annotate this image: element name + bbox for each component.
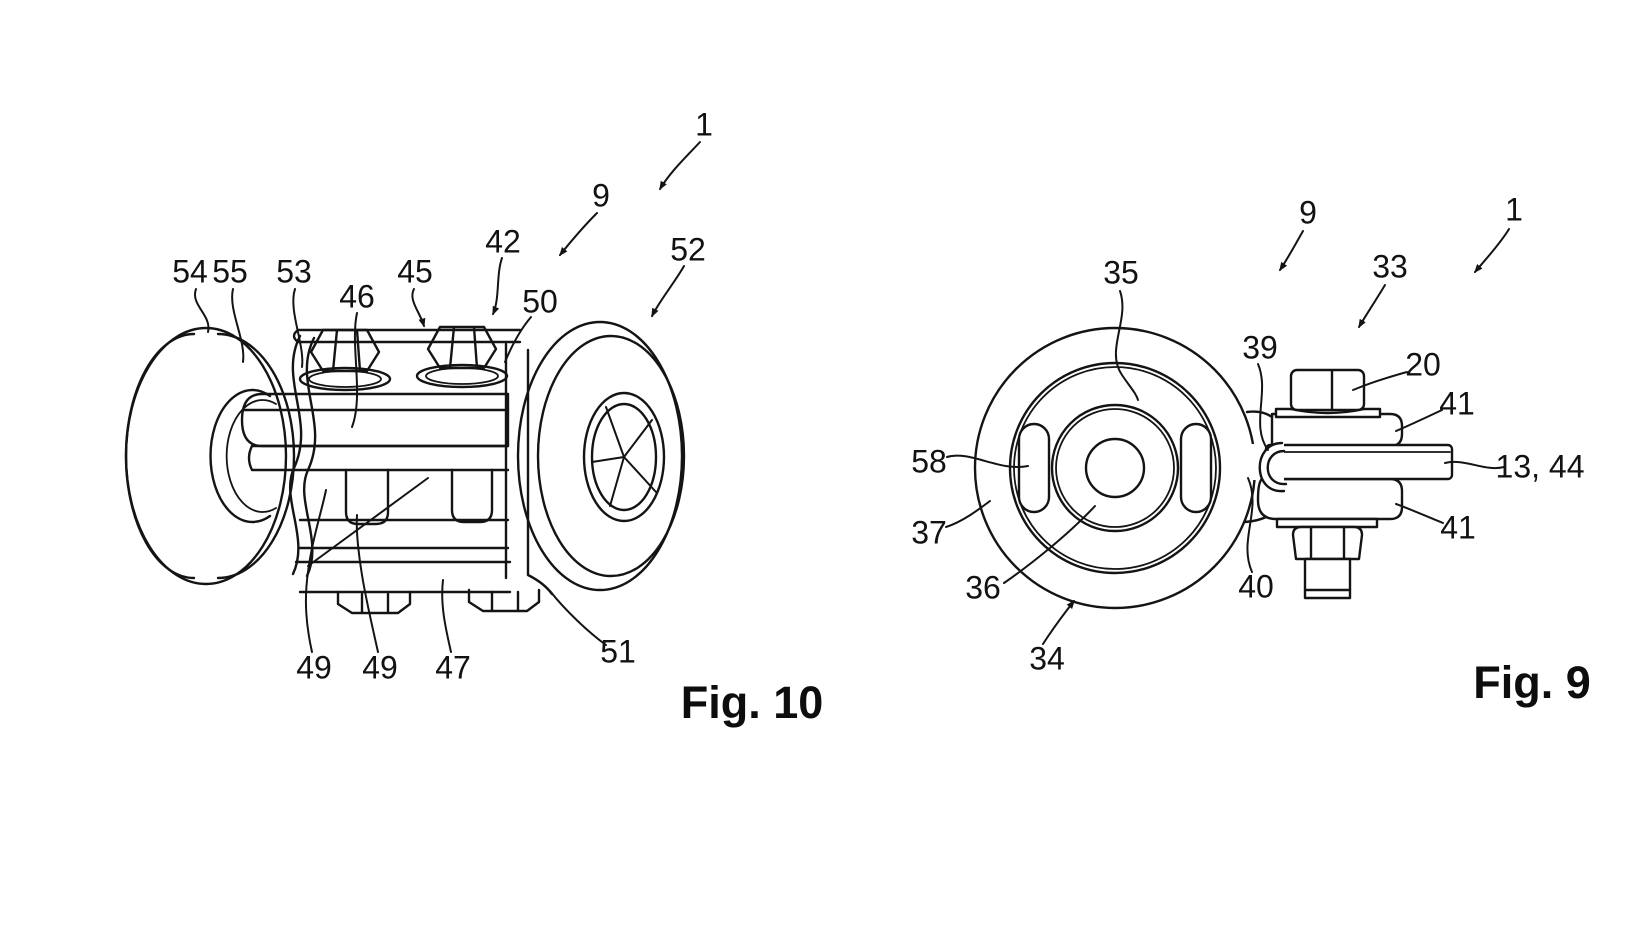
fig9-hook xyxy=(1258,441,1288,493)
fig9-caption: Fig. 9 xyxy=(1473,657,1591,708)
fig9-left-slot xyxy=(1017,422,1051,514)
fig9-upper-clamp xyxy=(1270,412,1404,448)
fig9-leader-lines xyxy=(945,228,1510,645)
fig10-bolts xyxy=(298,325,509,392)
fig9-eye-rings xyxy=(973,326,1257,610)
fig9-bolt-head xyxy=(1289,368,1366,412)
fig9-shank xyxy=(1303,557,1352,600)
fig9-nut xyxy=(1291,525,1364,561)
fig10-left-disc xyxy=(124,326,296,586)
fig9-right-slot xyxy=(1179,422,1213,514)
fig10-drawing xyxy=(124,141,701,653)
fig10-leader-lines xyxy=(193,141,701,653)
fig10-caption: Fig. 10 xyxy=(680,677,824,728)
fig9-rod xyxy=(1264,443,1454,481)
fig10-right-disc xyxy=(516,320,686,592)
fig9-lower-clamp xyxy=(1256,477,1404,521)
fig9-drawing xyxy=(945,228,1510,645)
fig9-clevis xyxy=(1243,368,1454,600)
